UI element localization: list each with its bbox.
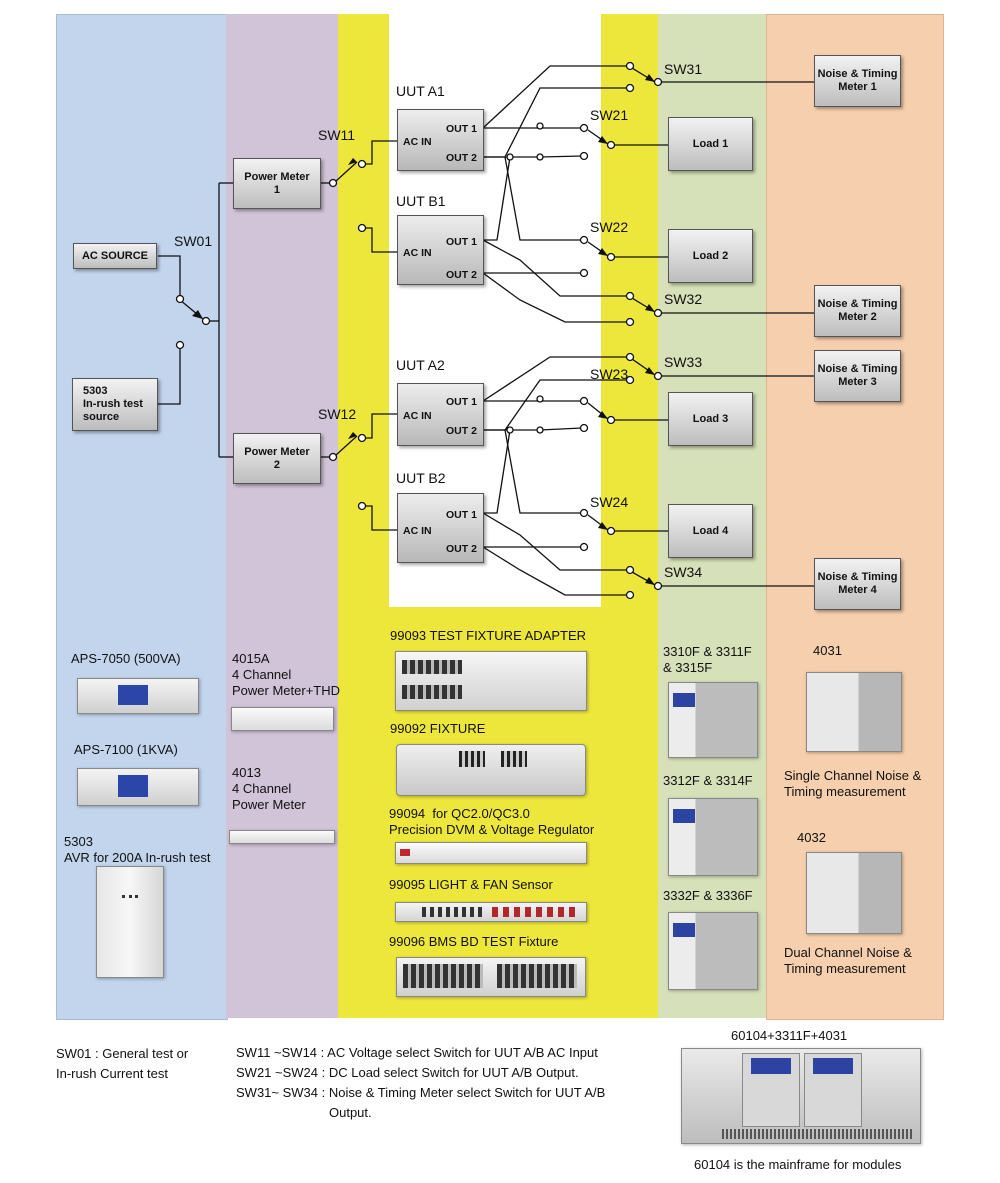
m4013-image xyxy=(229,830,335,844)
uut-b2-title: UUT B2 xyxy=(396,470,446,486)
load-3312-image xyxy=(668,798,758,876)
sw33-label: SW33 xyxy=(664,354,703,370)
f99096-caption: 99096 BMS BD TEST Fixture xyxy=(389,934,559,949)
uut-a2-box: AC IN OUT 1 OUT 2 xyxy=(397,383,484,446)
f99094-image xyxy=(395,842,587,864)
source-column xyxy=(56,14,228,1020)
f99095-image xyxy=(395,902,587,922)
sw12-label: SW12 xyxy=(318,406,357,422)
uut-a2-out1: OUT 1 xyxy=(446,396,477,408)
aps7050-image xyxy=(77,678,199,714)
n4031-caption: 4031 xyxy=(813,643,842,658)
load-4-box: Load 4 xyxy=(668,504,753,558)
load-3310-image xyxy=(668,682,758,758)
power-meter-2-box: Power Meter 2 xyxy=(233,433,321,484)
uut-b1-box: AC IN OUT 1 OUT 2 xyxy=(397,215,484,285)
note-sw11: SW11 ~SW14 : AC Voltage select Switch fo… xyxy=(236,1045,598,1060)
uut-a1-ac-in: AC IN xyxy=(403,136,432,148)
ac-source-box: AC SOURCE xyxy=(73,243,157,269)
n4032-description: Dual Channel Noise & Timing measurement xyxy=(784,945,912,976)
sw23-label: SW23 xyxy=(590,366,629,382)
noise-meter-4-box: Noise & Timing Meter 4 xyxy=(814,558,901,610)
mainframe-caption: 60104 is the mainframe for modules xyxy=(694,1157,902,1172)
sw11-label: SW11 xyxy=(318,127,356,143)
uut-a2-out2: OUT 2 xyxy=(446,425,477,437)
uut-b1-out1: OUT 1 xyxy=(446,236,477,248)
sw31-label: SW31 xyxy=(664,61,703,77)
mainframe-image xyxy=(681,1048,921,1144)
n4031-description: Single Channel Noise & Timing measuremen… xyxy=(784,768,922,799)
n4032-caption: 4032 xyxy=(797,830,826,845)
noise-meter-3-box: Noise & Timing Meter 3 xyxy=(814,350,901,402)
uut-b1-ac-in: AC IN xyxy=(403,247,432,259)
sw21-label: SW21 xyxy=(590,107,629,123)
uut-b1-title: UUT B1 xyxy=(396,193,446,209)
load-2-box: Load 2 xyxy=(668,229,753,283)
n4031-image xyxy=(806,672,902,752)
noise-meter-2-box: Noise & Timing Meter 2 xyxy=(814,285,901,337)
note-sw31: SW31~ SW34 : Noise & Timing Meter select… xyxy=(236,1085,606,1100)
uut-a2-title: UUT A2 xyxy=(396,357,445,373)
sw22-label: SW22 xyxy=(590,219,629,235)
uut-b2-ac-in: AC IN xyxy=(403,525,432,537)
uut-b2-out2: OUT 2 xyxy=(446,543,477,555)
uut-b1-out2: OUT 2 xyxy=(446,269,477,281)
uut-a1-title: UUT A1 xyxy=(396,83,445,99)
sw34-label: SW34 xyxy=(664,564,703,580)
note-sw31-cont: Output. xyxy=(329,1105,372,1120)
f99095-caption: 99095 LIGHT & FAN Sensor xyxy=(389,877,553,892)
aps7100-image xyxy=(77,768,199,806)
f99093-caption: 99093 TEST FIXTURE ADAPTER xyxy=(390,628,587,643)
mainframe-title: 60104+3311F+4031 xyxy=(731,1028,848,1043)
load-3332-image xyxy=(668,912,758,990)
m4013-caption: 4013 4 Channel Power Meter xyxy=(232,765,306,812)
avr5303-image xyxy=(96,866,164,978)
noise-meter-1-box: Noise & Timing Meter 1 xyxy=(814,55,901,107)
power-meter-1-box: Power Meter 1 xyxy=(233,158,321,209)
sw32-label: SW32 xyxy=(664,291,703,307)
load-3310-caption: 3310F & 3311F & 3315F xyxy=(663,644,752,675)
uut-a2-ac-in: AC IN xyxy=(403,410,432,422)
uut-b2-box: AC IN OUT 1 OUT 2 xyxy=(397,493,484,563)
uut-b2-out1: OUT 1 xyxy=(446,509,477,521)
f99092-image xyxy=(396,744,586,796)
uut-a1-out2: OUT 2 xyxy=(446,152,477,164)
inrush-source-box: 5303 In-rush test source xyxy=(72,378,158,431)
uut-a1-out1: OUT 1 xyxy=(446,123,477,135)
note-sw01: SW01 : General test or In-rush Current t… xyxy=(56,1046,189,1081)
f99094-caption: 99094 for QC2.0/QC3.0 Precision DVM & Vo… xyxy=(389,806,595,837)
f99092-caption: 99092 FIXTURE xyxy=(390,721,486,736)
aps7100-caption: APS-7100 (1KVA) xyxy=(74,742,178,757)
load-3332-caption: 3332F & 3336F xyxy=(663,888,753,903)
load-1-box: Load 1 xyxy=(668,117,753,171)
load-3-box: Load 3 xyxy=(668,392,753,446)
n4032-image xyxy=(806,852,902,934)
note-sw21: SW21 ~SW24 : DC Load select Switch for U… xyxy=(236,1065,579,1080)
m4015a-caption: 4015A 4 Channel Power Meter+THD xyxy=(232,651,340,698)
avr5303-caption: 5303 AVR for 200A In-rush test xyxy=(64,834,211,865)
m4015a-image xyxy=(231,707,334,731)
sw24-label: SW24 xyxy=(590,494,629,510)
uut-a1-box: AC IN OUT 1 OUT 2 xyxy=(397,109,484,171)
sw01-label: SW01 xyxy=(174,233,213,249)
aps7050-caption: APS-7050 (500VA) xyxy=(71,651,181,666)
f99096-image xyxy=(396,957,586,997)
load-3312-caption: 3312F & 3314F xyxy=(663,773,753,788)
f99093-image xyxy=(395,651,587,711)
